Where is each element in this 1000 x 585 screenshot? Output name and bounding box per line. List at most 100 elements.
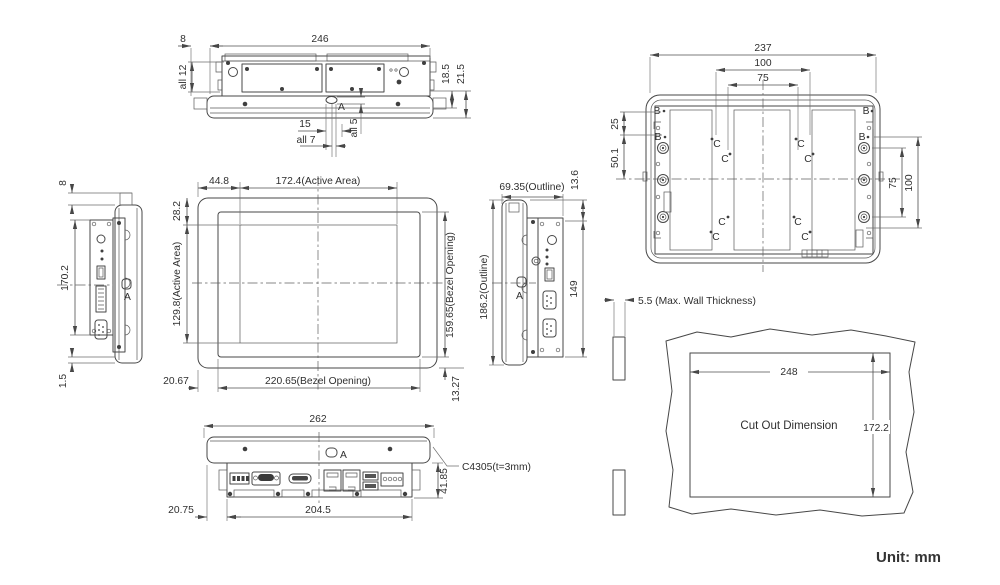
dim-label: 172.2 (863, 423, 889, 434)
heatsink-fins (811, 109, 856, 251)
usb-slot (365, 474, 376, 478)
dim-label: 13.6 (570, 170, 581, 190)
bottom-connector (801, 249, 829, 258)
dim-label: 1.5 (58, 374, 69, 389)
callout-label: C4305(t=3mm) (462, 462, 531, 473)
knurled-strip (663, 191, 672, 213)
dim-label: 41.85 (439, 468, 450, 494)
left-side-view: A 8 170.2 1.5 (57, 180, 143, 389)
dim-label: 204.5 (305, 505, 331, 516)
mount-clip (119, 192, 133, 206)
mount-label-b: B (654, 106, 661, 117)
usb-port (96, 265, 106, 280)
dim-label: 170.2 (60, 265, 71, 291)
dim-label: all 5 (349, 118, 360, 137)
top-view: A 8 246 all 12 18.5 21.5 15 all 7 (178, 34, 471, 157)
bottom-view: A 262 41.85 (168, 414, 531, 521)
section-connector (325, 447, 338, 458)
front-bezel (206, 95, 434, 119)
power-terminal (380, 472, 404, 487)
standoff (399, 67, 409, 77)
dim-label: 13.27 (451, 376, 462, 402)
dim-label: 159.65(Bezel Opening) (445, 232, 456, 338)
mount-clip (432, 97, 447, 110)
callout-leader (432, 446, 459, 467)
dim-label: 69.35(Outline) (499, 182, 564, 193)
dim-label: 246 (311, 34, 328, 45)
mount-label-c: C (801, 232, 809, 243)
heatsink-teeth (326, 53, 409, 62)
module-cover (241, 63, 323, 93)
section-connector (121, 278, 132, 290)
dim-label: 262 (309, 414, 326, 425)
dim-label: 100 (754, 58, 771, 69)
serial-port (251, 471, 281, 486)
standoff (228, 67, 238, 77)
vent-teeth (233, 489, 275, 498)
active-area (239, 224, 398, 344)
dim-label: 248 (780, 367, 797, 378)
mount-label-b: B (655, 132, 662, 143)
heatsink-fins (733, 109, 791, 251)
vent-teeth (360, 489, 402, 498)
dim-label: 8 (58, 180, 69, 186)
mount-label-c: C (804, 154, 812, 165)
right-side-view: A 69.35(Outline) 13.6 149 186.2(Outline) (479, 170, 587, 366)
rear-view: B B B B C C C C C C C C 237 100 75 (610, 43, 922, 272)
mount-label-c: C (721, 154, 729, 165)
dim-label: all 7 (297, 135, 316, 146)
dim-label: 44.8 (209, 176, 229, 187)
usb-port (362, 481, 379, 491)
mount-label-c: C (794, 217, 802, 228)
serial-port (542, 290, 557, 310)
mount-clip (508, 202, 520, 213)
serial-port (542, 318, 557, 338)
mount-clip (411, 469, 421, 491)
wall-section (612, 336, 626, 381)
dim-label: 75 (888, 177, 899, 189)
module-cover (325, 63, 385, 93)
power-button (547, 235, 557, 245)
section-connector (325, 96, 338, 104)
usb-port (362, 471, 379, 481)
dim-label: 15 (299, 119, 311, 130)
mount-label-b: B (863, 106, 870, 117)
vesa-bosses (657, 142, 870, 223)
lan-port (342, 469, 361, 492)
section-label-a: A (124, 292, 131, 303)
heatsink-fins (669, 109, 713, 251)
dim-label: 20.67 (163, 376, 189, 387)
usb-slot (365, 484, 376, 488)
cutout-view: 5.5 (Max. Wall Thickness) 248 Cut Out Di… (604, 296, 916, 517)
dim-label: all 12 (178, 64, 189, 89)
dim-label: 186.2(Outline) (479, 254, 490, 319)
dim-label: 172.4(Active Area) (276, 176, 361, 187)
serial-port (94, 319, 108, 340)
io-plate (89, 219, 114, 336)
dim-label: 220.65(Bezel Opening) (265, 376, 371, 387)
side-bracket (430, 61, 437, 91)
io-plate (537, 217, 564, 358)
dim-label: 149 (569, 280, 580, 297)
mount-label-c: C (712, 232, 720, 243)
section-connector (516, 276, 527, 288)
bezel-opening (217, 211, 421, 358)
knurled-strip (855, 229, 864, 248)
mount-label-b: B (859, 132, 866, 143)
wall-thickness-label: 5.5 (Max. Wall Thickness) (638, 296, 756, 307)
dim-label: 28.2 (172, 201, 183, 221)
mount-label-c: C (713, 139, 721, 150)
dim-label: 129.8(Active Area) (172, 242, 183, 327)
lan-port (323, 469, 342, 492)
dim-label: 21.5 (456, 64, 467, 84)
dim-label: 100 (904, 174, 915, 191)
dim-label: 20.75 (168, 505, 194, 516)
section-label-a: A (516, 291, 523, 302)
mount-label-c: C (797, 139, 805, 150)
serial-pins (258, 474, 274, 481)
wall-section (612, 469, 626, 516)
chassis-side (526, 217, 539, 358)
side-bracket (215, 61, 222, 91)
vent-teeth (281, 489, 305, 498)
